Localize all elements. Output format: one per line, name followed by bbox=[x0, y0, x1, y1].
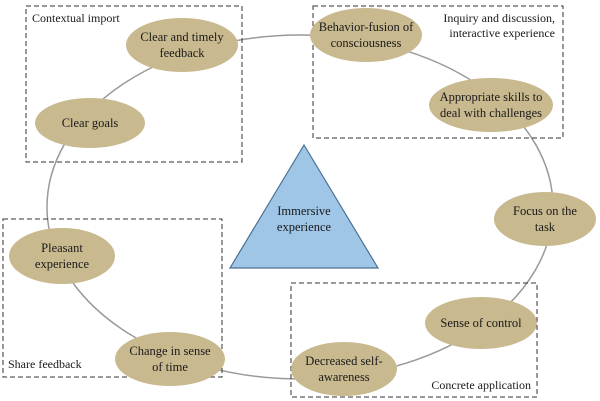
node-behavior-fusion-line2: consciousness bbox=[331, 36, 402, 50]
node-clear-feedback-line2: feedback bbox=[159, 46, 205, 60]
node-clear-feedback: Clear and timely feedback bbox=[126, 18, 238, 72]
group-label-inquiry-line2: interactive experience bbox=[449, 26, 555, 40]
group-box-inquiry bbox=[312, 5, 564, 139]
immersive-experience-triangle bbox=[228, 143, 380, 269]
node-behavior-fusion-line1: Behavior-fusion of bbox=[319, 20, 414, 34]
group-box-concrete-application bbox=[290, 282, 538, 398]
node-focus-task: Focus on the task bbox=[494, 192, 596, 246]
node-change-time-line2: of time bbox=[152, 360, 188, 374]
node-pleasant-line2: experience bbox=[35, 257, 90, 271]
group-label-inquiry-line1: Inquiry and discussion, bbox=[443, 11, 555, 25]
node-change-time-line1: Change in sense bbox=[129, 344, 211, 358]
node-sense-control-line1: Sense of control bbox=[440, 316, 522, 330]
node-decreased-self: Decreased self- awareness bbox=[291, 342, 397, 396]
node-focus-task-line1: Focus on the bbox=[513, 204, 577, 218]
node-clear-goals: Clear goals bbox=[35, 98, 145, 148]
group-label-concrete-application: Concrete application bbox=[431, 378, 531, 392]
node-sense-control: Sense of control bbox=[425, 297, 537, 349]
node-appropriate-skills: Appropriate skills to deal with challeng… bbox=[429, 78, 553, 132]
center-label-line2: experience bbox=[277, 220, 332, 234]
node-clear-goals-line1: Clear goals bbox=[62, 116, 119, 130]
node-change-time: Change in sense of time bbox=[115, 332, 225, 386]
node-pleasant: Pleasant experience bbox=[9, 228, 115, 284]
group-box-share-feedback bbox=[2, 218, 223, 378]
node-appropriate-skills-line2: deal with challenges bbox=[440, 106, 542, 120]
node-appropriate-skills-line1: Appropriate skills to bbox=[440, 90, 543, 104]
node-decreased-self-line2: awareness bbox=[318, 370, 369, 384]
center-label-line1: Immersive bbox=[277, 204, 331, 218]
node-decreased-self-line1: Decreased self- bbox=[305, 354, 382, 368]
group-label-share-feedback: Share feedback bbox=[8, 357, 82, 371]
group-box-contextual-import bbox=[25, 5, 243, 163]
node-focus-task-line2: task bbox=[535, 220, 556, 234]
group-label-contextual-import: Contextual import bbox=[32, 11, 120, 25]
node-clear-feedback-line1: Clear and timely bbox=[140, 30, 224, 44]
node-pleasant-line1: Pleasant bbox=[41, 241, 83, 255]
node-behavior-fusion: Behavior-fusion of consciousness bbox=[310, 8, 422, 62]
